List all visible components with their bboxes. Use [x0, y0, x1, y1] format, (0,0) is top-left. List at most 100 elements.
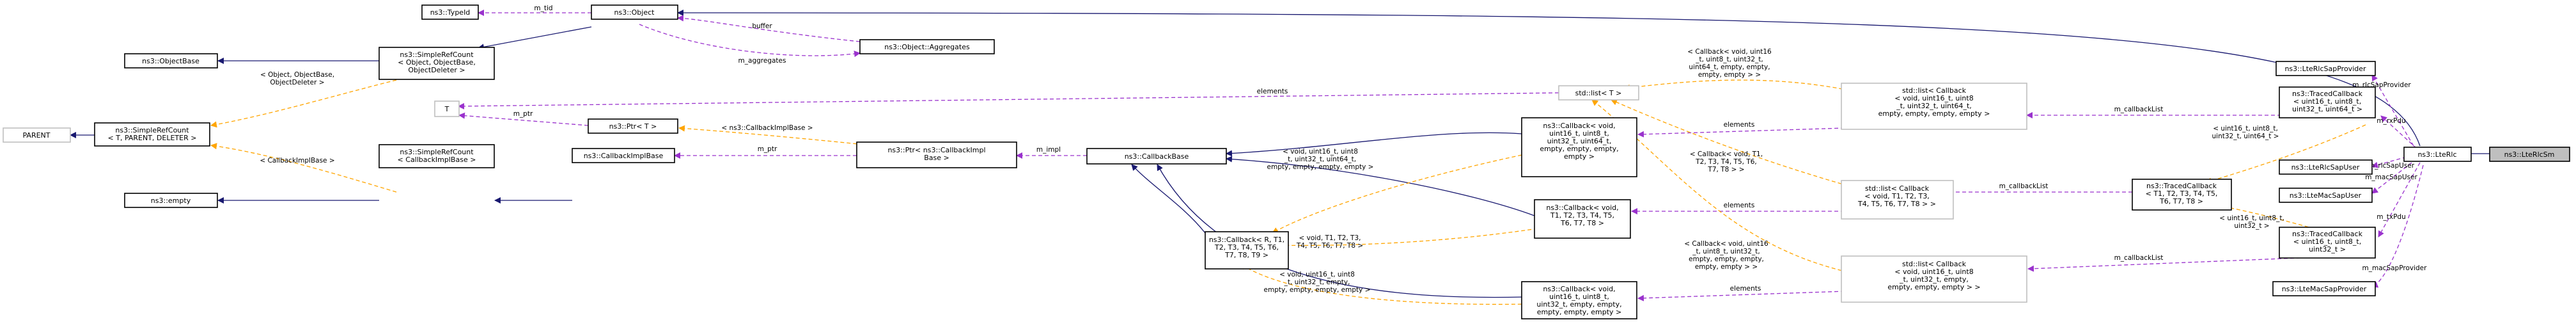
class-node-traced-generic[interactable]: ns3::TracedCallback< T1, T2, T3, T4, T5,… [2132, 179, 2232, 211]
label-line: ns3::Callback< R, T1, [1209, 236, 1284, 244]
class-node-label: ns3::LteRlcSapUser [2291, 163, 2360, 172]
class-node-label: PARENT [23, 131, 51, 140]
class-node-list-tx[interactable]: std::list< Callback< void, uint16_t, uin… [1841, 255, 2027, 303]
label-line: < Object, ObjectBase, [398, 58, 476, 67]
class-node-cb-rx[interactable]: ns3::Callback< void,uint16_t, uint8_t,ui… [1521, 117, 1637, 177]
class-node-cbbase[interactable]: ns3::CallbackBase [1086, 148, 1227, 165]
label-line: < void, T1, T2, T3, [1299, 234, 1361, 242]
label-line: T7, T8, T9 > [1224, 251, 1268, 259]
label-line: ns3::CallbackImplBase [584, 152, 664, 160]
label-line: < void, uint16_t, uint8 [1283, 148, 1358, 156]
class-node-traced-rx[interactable]: ns3::TracedCallback< uint16_t, uint8_t,u… [2279, 86, 2376, 118]
class-node-lterlc[interactable]: ns3::LteRlc [2403, 147, 2472, 162]
class-node-lterlcsapuser[interactable]: ns3::LteRlcSapUser [2279, 159, 2373, 175]
edge-label: m_rlcSapUser [2368, 162, 2415, 170]
label-line: < Callback< void, T1, [1690, 150, 1763, 158]
edge-label: < void, uint16_t, uint8_t, uint32_t, emp… [1264, 271, 1371, 294]
class-node-list-generic[interactable]: std::list< Callback< void, T1, T2, T3,T4… [1841, 180, 1954, 220]
class-node-label: ns3::SimpleRefCount< Object, ObjectBase,… [398, 51, 476, 74]
label-line: T6, T7, T8 > [2159, 197, 2203, 205]
class-node-empty[interactable]: ns3::empty [124, 193, 218, 208]
label-line: buffer [752, 22, 772, 30]
class-node-label: ns3::Callback< void,T1, T2, T3, T4, T5,T… [1546, 204, 1618, 227]
label-line: T7, T8 > > [1707, 166, 1744, 173]
edge-label: < void, uint16_t, uint8_t, uint32_t, uin… [1267, 148, 1374, 171]
class-node-cb-r[interactable]: ns3::Callback< R, T1,T2, T3, T4, T5, T6,… [1205, 231, 1289, 270]
edges [70, 10, 2490, 305]
class-node-object[interactable]: ns3::Object [591, 4, 678, 20]
class-node-label: ns3::Object::Aggregates [884, 43, 970, 51]
edge-label: m_aggregates [738, 57, 786, 65]
label-line: m_ptr [758, 145, 777, 153]
class-node-aggregates[interactable]: ns3::Object::Aggregates [859, 39, 995, 54]
label-line: empty, empty > > [1695, 263, 1758, 271]
class-node-ltemacsapuser[interactable]: ns3::LteMacSapUser [2279, 188, 2373, 203]
class-node-label: T [444, 105, 449, 113]
class-node-list-rx[interactable]: std::list< Callback< void, uint16_t, uin… [1841, 83, 2027, 130]
class-node-parent[interactable]: PARENT [3, 127, 71, 143]
class-node-cb-generic[interactable]: ns3::Callback< void,T1, T2, T3, T4, T5,T… [1534, 199, 1631, 239]
edge-list-rx-to-stdlist [1623, 79, 1893, 102]
class-node-typeid[interactable]: ns3::TypeId [421, 4, 479, 20]
label-line: m_aggregates [738, 57, 786, 65]
class-node-label: ns3::Ptr< T > [609, 122, 657, 131]
label-line: < uint16_t, uint8_t, [2293, 97, 2361, 106]
edge-cb-tx-to-cbbase [1157, 164, 1522, 298]
edge-label: < CallbackImplBase > [260, 157, 334, 165]
label-line: _t, uint8_t, uint32_t, [1692, 248, 1760, 255]
label-line: ns3::TracedCallback [2146, 182, 2217, 190]
label-line: m_ptr [513, 110, 533, 118]
label-line: uint32_t > [2309, 245, 2346, 254]
label-line: ns3::Object::Aggregates [884, 43, 970, 51]
edge-label: m_callbackList [2114, 106, 2164, 113]
class-node-lterlcsm[interactable]: ns3::LteRlcSm [2489, 147, 2570, 162]
class-node-objectbase[interactable]: ns3::ObjectBase [124, 53, 218, 68]
class-node-stdlist[interactable]: std::list< T > [1558, 85, 1639, 101]
edge-src-cbimpl-to-src-generic [210, 143, 397, 193]
label-line: uint32_t > [2234, 222, 2269, 230]
edge-label: m_callbackList [1999, 182, 2049, 190]
edge-label: buffer [752, 22, 772, 30]
label-line: m_impl [1036, 146, 1061, 154]
label-line: < void, uint16_t, uint8 [1894, 94, 1973, 102]
edge-label: < Callback< void, uint16_t, uint8_t, uin… [1687, 48, 1772, 79]
class-node-label: ns3::LteRlcSm [2504, 150, 2555, 159]
label-line: m_callbackList [2114, 106, 2164, 113]
class-node-lterlcsapprovider[interactable]: ns3::LteRlcSapProvider [2275, 61, 2376, 76]
edge-list-generic-to-stdlist [1611, 99, 1848, 186]
edge-lterlc-to-traced-rx [2380, 115, 2417, 149]
label-line: m_macSapUser [2365, 173, 2417, 181]
class-node-src-object[interactable]: ns3::SimpleRefCount< Object, ObjectBase,… [379, 47, 495, 80]
class-node-src-generic[interactable]: ns3::SimpleRefCount< T, PARENT, DELETER … [94, 122, 210, 147]
class-node-t[interactable]: T [434, 101, 460, 117]
label-line: empty, empty, empty, [1689, 255, 1764, 263]
class-node-ltemacsapprovider[interactable]: ns3::LteMacSapProvider [2272, 281, 2376, 296]
label-line: uint16_t, uint8_t, [1549, 293, 1609, 301]
edge-label: m_tid [534, 4, 552, 12]
class-node-ptr-t[interactable]: ns3::Ptr< T > [588, 118, 678, 134]
edge-lterlc-to-ltemacsapuser [2371, 158, 2417, 194]
class-node-label: ns3::LteMacSapProvider [2282, 285, 2367, 293]
label-line: empty, empty, empty > > [1887, 283, 1980, 291]
class-node-traced-tx[interactable]: ns3::TracedCallback< uint16_t, uint8_t,u… [2279, 227, 2376, 259]
edge-lterlc-to-traced-tx [2378, 162, 2421, 237]
label-line: std::list< Callback [1902, 86, 1967, 95]
class-node-src-cbimpl[interactable]: ns3::SimpleRefCount< CallbackImplBase > [379, 144, 495, 168]
label-line: ns3::LteRlcSapProvider [2284, 65, 2366, 73]
label-line: _t, uint32_t, empty, [1899, 275, 1969, 284]
edge-label: elements [1257, 88, 1288, 95]
class-node-cb-tx[interactable]: ns3::Callback< void,uint16_t, uint8_t,ui… [1521, 281, 1637, 319]
label-line: elements [1724, 202, 1755, 209]
class-node-label: ns3::TypeId [430, 8, 471, 17]
edge-traced-rx-to-traced-generic [2205, 124, 2366, 184]
edge-label: < Callback< void, T1,T2, T3, T4, T5, T6,… [1690, 150, 1763, 173]
label-line: < Callback< void, uint16 [1687, 48, 1772, 56]
class-node-label: ns3::ObjectBase [142, 57, 199, 65]
edge-cb-generic-to-cbbase [1226, 156, 1535, 216]
edge-label: < uint16_t, uint8_t,uint32_t, uint64_t > [2212, 125, 2279, 140]
label-line: empty, empty, empty, empty > [1264, 286, 1371, 294]
label-line: T2, T3, T4, T5, T6, [1214, 243, 1279, 252]
class-node-cbimplbase[interactable]: ns3::CallbackImplBase [572, 148, 675, 163]
